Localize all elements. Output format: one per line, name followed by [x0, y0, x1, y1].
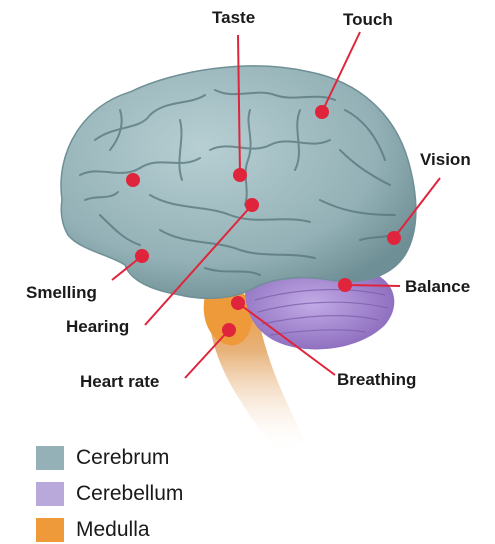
touch-marker — [315, 105, 329, 119]
cerebrum-swatch — [36, 446, 64, 470]
vision-label: Vision — [420, 150, 471, 170]
taste-marker — [233, 168, 247, 182]
vision-marker — [387, 231, 401, 245]
breathing-marker — [231, 296, 245, 310]
legend-label-medulla: Medulla — [76, 518, 150, 542]
taste-label: Taste — [212, 8, 255, 28]
hearing-label: Hearing — [66, 317, 129, 337]
smelling-label: Smelling — [26, 283, 97, 303]
heart-rate-label: Heart rate — [80, 372, 159, 392]
cerebellum-swatch — [36, 482, 64, 506]
legend-label-cerebrum: Cerebrum — [76, 446, 169, 470]
heart-rate-marker — [222, 323, 236, 337]
breathing-label: Breathing — [337, 370, 416, 390]
medulla-swatch — [36, 518, 64, 542]
touch-label: Touch — [343, 10, 393, 30]
hearing-marker — [245, 198, 259, 212]
smelling-marker — [135, 249, 149, 263]
balance-marker — [338, 278, 352, 292]
legend-item-medulla: Medulla — [36, 518, 150, 542]
legend-item-cerebrum: Cerebrum — [36, 446, 169, 470]
balance-leader — [345, 285, 400, 286]
frontal-marker — [126, 173, 140, 187]
balance-label: Balance — [405, 277, 470, 297]
legend-label-cerebellum: Cerebellum — [76, 482, 183, 506]
legend-item-cerebellum: Cerebellum — [36, 482, 183, 506]
